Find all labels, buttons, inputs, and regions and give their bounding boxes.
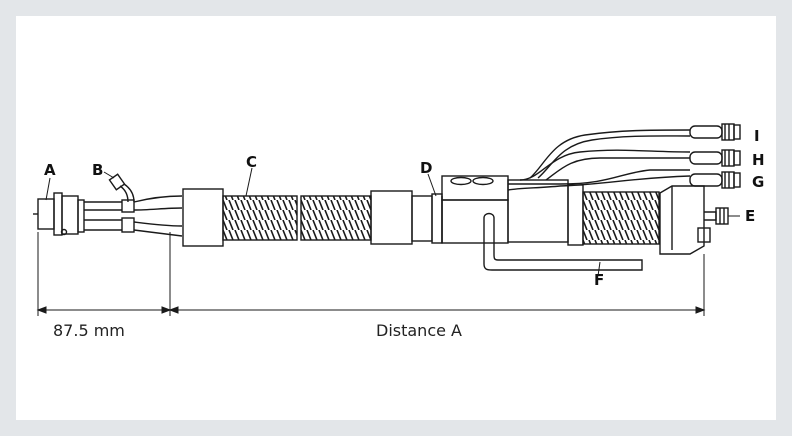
dimension-main-label: Distance A: [376, 321, 462, 340]
leader-lines: [45, 167, 740, 277]
hose-section-2: [507, 179, 660, 246]
label-b: B: [92, 161, 103, 179]
fitting-e: [659, 185, 729, 255]
dimension-left-label: 87.5 mm: [53, 321, 125, 340]
label-d: D: [420, 159, 432, 177]
connector-a: [33, 192, 85, 236]
label-e: E: [745, 207, 755, 225]
label-i: I: [754, 127, 760, 145]
cable-bundle: [84, 195, 183, 237]
label-f: F: [594, 271, 604, 289]
sensor-b: [108, 173, 135, 203]
cable-leads: [507, 129, 691, 191]
dimension-lines: [36, 232, 706, 316]
rod-f: [483, 212, 643, 271]
hose-c: [182, 188, 443, 247]
assembly-drawing: [33, 123, 741, 271]
tube-ends: [689, 123, 741, 189]
label-a: A: [44, 161, 56, 179]
label-g: G: [752, 173, 764, 191]
label-c: C: [246, 153, 257, 171]
junction-d: [441, 175, 509, 244]
label-h: H: [752, 151, 765, 169]
